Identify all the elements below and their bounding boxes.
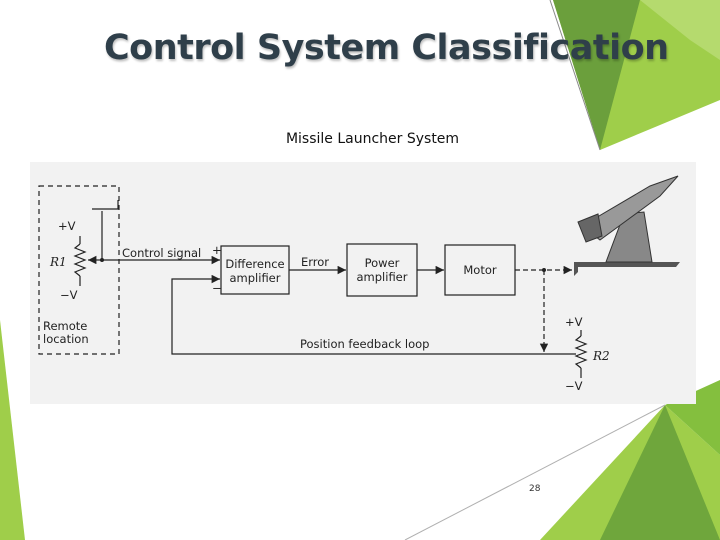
difference-amplifier-line1: Difference [225,257,284,271]
diagram-background [30,162,696,404]
page-number: 28 [529,484,541,494]
slide-title: Control System Classification [104,28,669,68]
plus-sign: + [212,243,222,257]
remote-minus-v: −V [60,288,78,302]
motor-label: Motor [463,263,497,277]
minus-sign: − [212,281,222,295]
power-amplifier-line2: amplifier [357,270,408,284]
remote-plus-v: +V [58,219,76,233]
position-feedback-label: Position feedback loop [300,337,429,351]
error-label: Error [301,255,329,269]
green-accent-top-dark [553,0,640,150]
remote-location-box [38,185,120,355]
diagram-caption: Missile Launcher System [285,131,460,147]
remote-resistor-label: R1 [49,255,67,269]
green-accent-top-pale [640,0,720,60]
remote-location-line2: location [43,332,89,346]
remote-potentiometer [73,243,87,277]
feedback-minus-v: −V [565,379,583,393]
feedback-potentiometer [574,335,588,369]
remote-knob-line [92,200,119,210]
green-accent-left [0,320,25,540]
power-amplifier-line1: Power [365,256,400,270]
missile-launcher-icon [574,175,680,276]
difference-amplifier-line2: amplifier [230,271,281,285]
remote-location-line1: Remote [43,319,87,333]
position-feedback-loop-line [171,274,576,355]
control-signal-label: Control signal [122,246,201,260]
feedback-plus-v: +V [565,315,583,329]
thin-line-top [549,0,601,151]
green-accent-bottom-dark [600,405,720,540]
feedback-resistor-label: R2 [592,349,610,363]
thin-line-bottom [404,404,666,540]
